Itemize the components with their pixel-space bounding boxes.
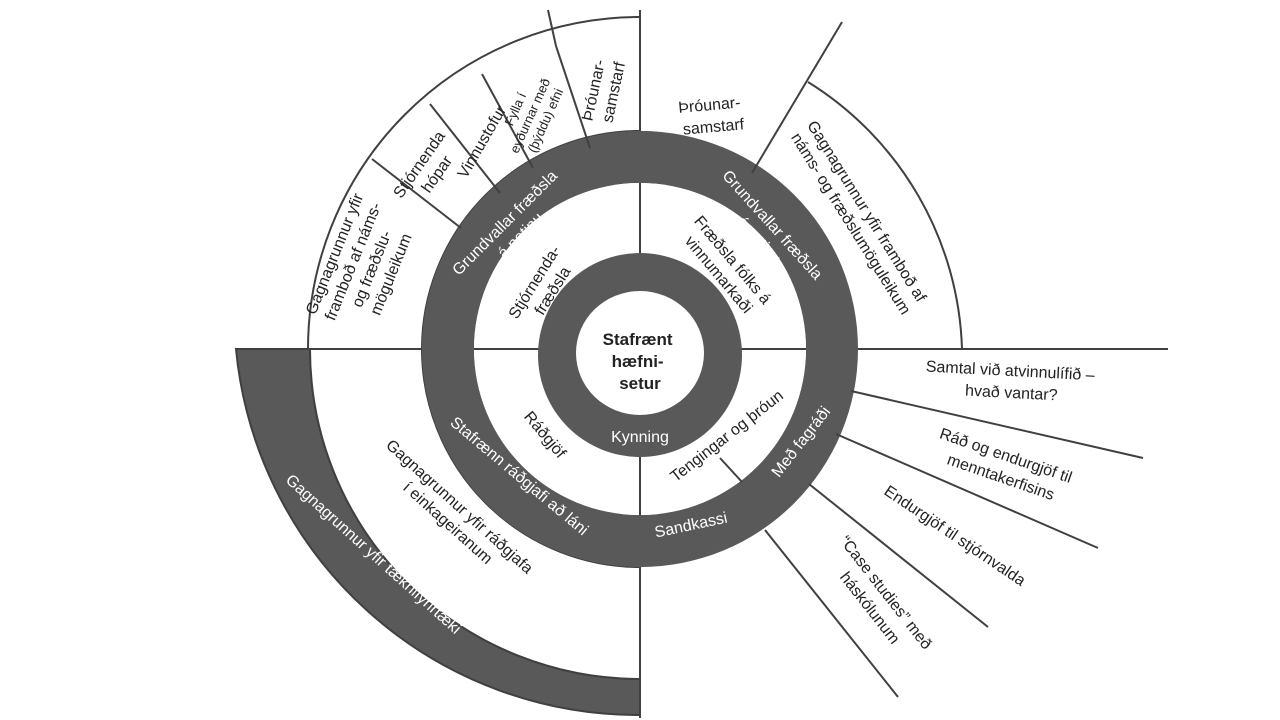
center-core — [576, 291, 704, 415]
divider-tl-3 — [481, 73, 534, 169]
inner-divider-diagonal — [719, 457, 743, 483]
spoke-br-3 — [808, 483, 989, 628]
divider-tl-1 — [371, 158, 462, 229]
br-samtal-label: Samtal við atvinnulífið – hvað vantar? — [924, 358, 1099, 406]
tl-database-label: Gagnagrunnur yfir framboð af náms- og fr… — [303, 187, 424, 340]
center-line-1: Stafrænt — [603, 330, 673, 349]
br-case-studies-label: “Case studies” með háskólunum — [819, 533, 938, 670]
divider-tr — [751, 21, 843, 174]
spoke-br-4 — [764, 529, 899, 698]
divider-tl-4 — [555, 45, 591, 149]
tr-throunarsamstarf-label: Þróunar- samstarf — [678, 94, 748, 139]
spoke-br-1 — [850, 390, 1144, 459]
spoke-br-2 — [835, 433, 1099, 549]
center-line-3: setur — [619, 374, 661, 393]
divider-tl-2 — [429, 103, 501, 194]
top-right-outer-band — [639, 10, 964, 350]
center-label: Stafrænt hæfni- setur — [603, 330, 678, 393]
br-endurgjof-label: Endurgjöf til stjórnvalda — [881, 483, 1028, 590]
divider-tl-5 — [547, 9, 557, 47]
kynning-label: Kynning — [611, 429, 669, 446]
center-line-2: hæfni- — [612, 352, 664, 371]
